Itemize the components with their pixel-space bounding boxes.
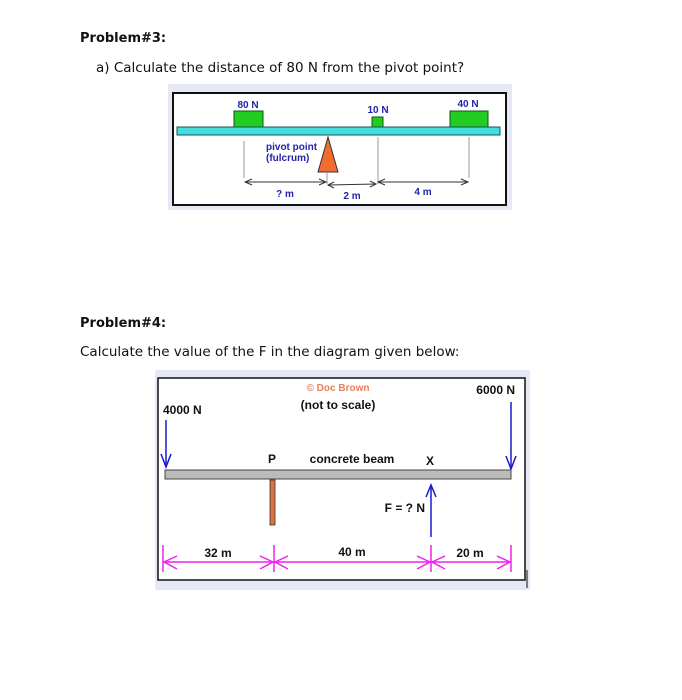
beam-diagram: © Doc Brown (not to scale) 4000 N 6000 N… (155, 370, 530, 590)
fulcrum-label: (fulcrum) (266, 153, 309, 164)
distance-40n: 4 m (414, 187, 431, 198)
pivot-p-label: P (268, 452, 276, 466)
weight-40n (449, 110, 489, 128)
weight-80n-label: 80 N (237, 100, 258, 111)
pivot-label: pivot point (266, 142, 318, 153)
left-force-label: 4000 N (163, 403, 202, 417)
problem3-question: a) Calculate the distance of 80 N from t… (96, 60, 465, 76)
problem4-question: Calculate the value of the F in the diag… (80, 344, 460, 360)
distance-10n: 2 m (343, 191, 360, 202)
beam-label: concrete beam (310, 452, 395, 466)
dimension-lines (162, 545, 512, 572)
lever-beam (176, 126, 501, 136)
problem4-heading: Problem#4: (80, 316, 167, 331)
distance-40m: 40 m (338, 545, 365, 559)
beam-diagram-svg: © Doc Brown (not to scale) 4000 N 6000 N… (155, 370, 530, 590)
weight-10n-label: 10 N (367, 105, 388, 116)
right-force-arrow-icon (505, 402, 517, 472)
unknown-force-label: F = ? N (385, 501, 425, 515)
pivot-triangle (317, 135, 339, 173)
concrete-beam (164, 469, 512, 480)
not-to-scale-note: (not to scale) (301, 398, 376, 412)
distance-20m: 20 m (456, 546, 483, 560)
point-x-label: X (426, 454, 434, 468)
right-force-label: 6000 N (476, 383, 515, 397)
left-force-arrow-icon (160, 420, 172, 470)
copyright-text: © Doc Brown (307, 383, 370, 394)
distance-80n: ? m (276, 189, 294, 200)
unknown-force-arrow-icon (425, 483, 437, 537)
weight-80n (233, 110, 264, 128)
weight-10n (371, 116, 384, 128)
distance-32m: 32 m (204, 546, 231, 560)
weight-40n-label: 40 N (457, 99, 478, 110)
lever-diagram-svg: 80 N 10 N 40 N pivot point (fulcrum) ? m… (168, 84, 512, 210)
problem3-heading: Problem#3: (80, 31, 167, 46)
lever-diagram: 80 N 10 N 40 N pivot point (fulcrum) ? m… (168, 84, 512, 210)
pivot-support (269, 479, 276, 526)
